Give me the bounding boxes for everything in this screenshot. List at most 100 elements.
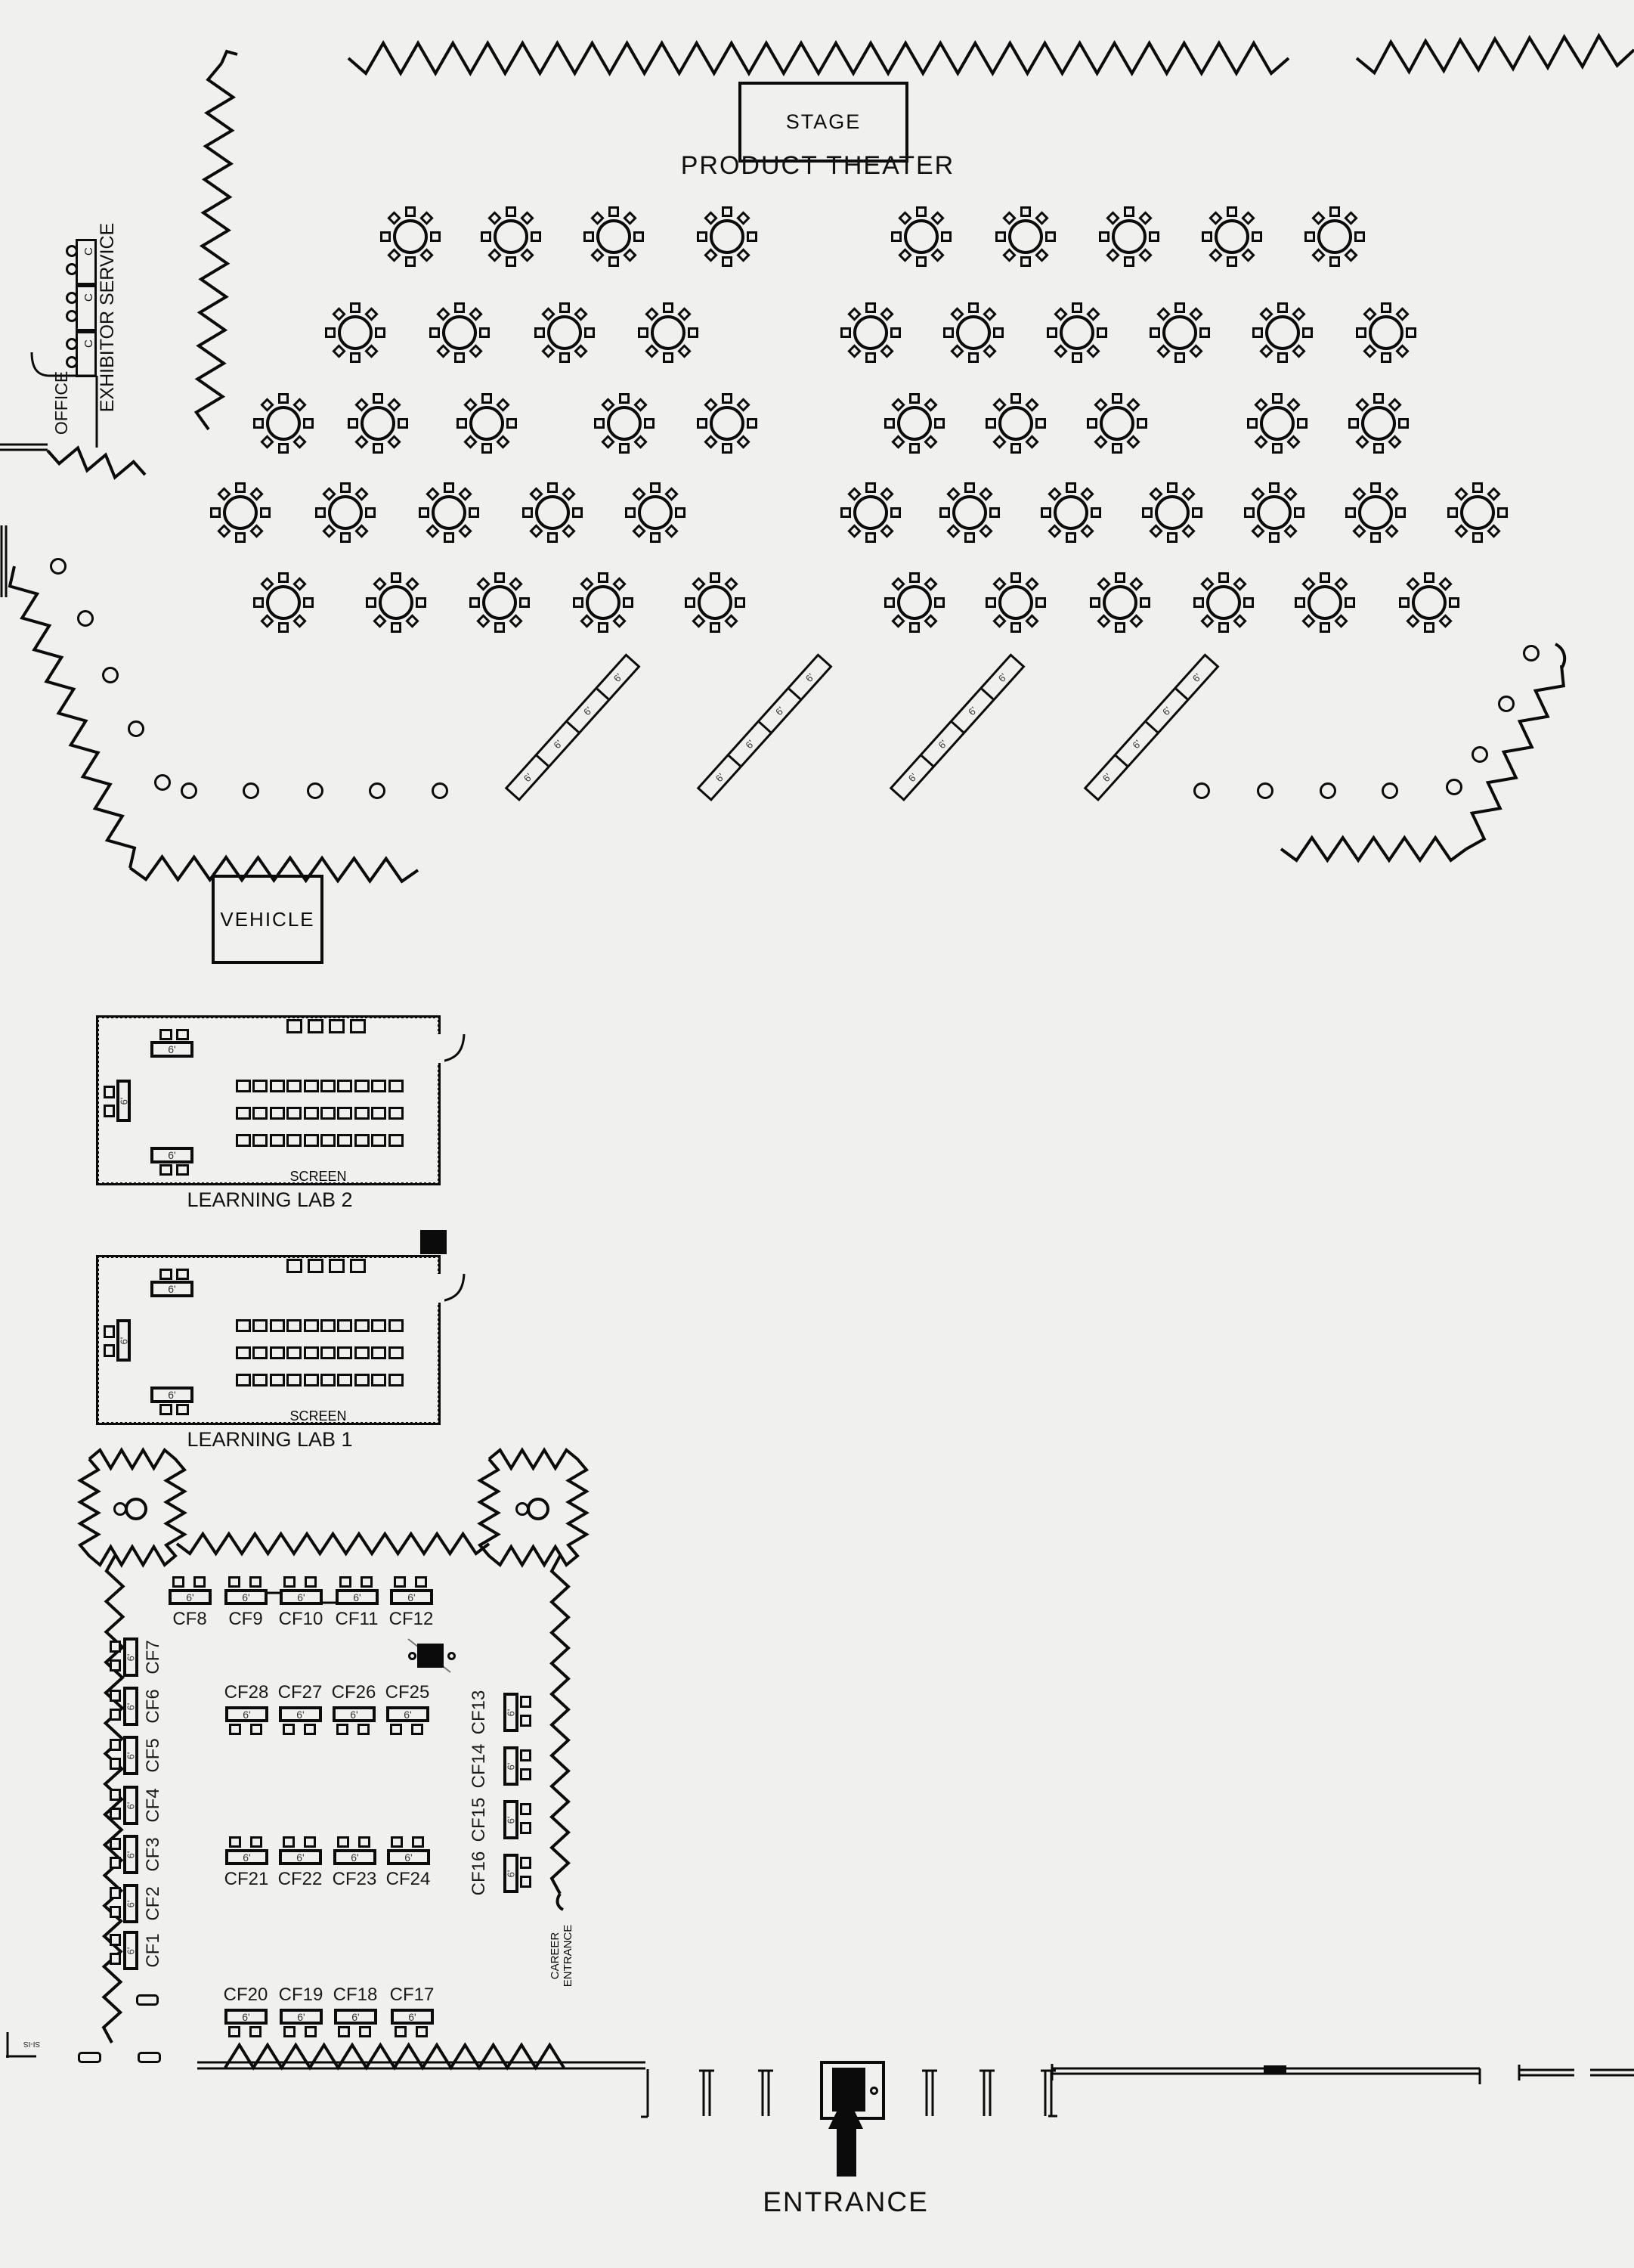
chair: [890, 327, 901, 338]
lab-chair: [236, 1134, 251, 1147]
table-top: [1215, 219, 1249, 254]
round-table: [638, 302, 698, 363]
table-top: [1060, 315, 1094, 350]
lab-chair: [354, 1134, 370, 1147]
column: [417, 1644, 444, 1668]
chair: [1047, 327, 1057, 338]
lab-name: LEARNING LAB 2: [187, 1188, 353, 1211]
wall-segment: [46, 445, 147, 480]
lab-chair: [286, 1019, 302, 1033]
chair: [1066, 532, 1076, 543]
booth-label-CF26: CF26: [331, 1682, 376, 1703]
booth-table-CF18: 6': [334, 2009, 377, 2025]
loose-chair: [77, 610, 94, 627]
chair: [1329, 256, 1340, 267]
chair: [989, 507, 1000, 518]
table-top: [956, 315, 991, 350]
chair: [710, 572, 720, 583]
chair: [1320, 622, 1330, 633]
chair: [1192, 507, 1202, 518]
chair: [373, 393, 383, 404]
chair: [547, 532, 558, 543]
booth-table-CF28: 6': [225, 1706, 268, 1722]
round-table: [253, 572, 314, 633]
table-top: [904, 219, 939, 254]
booth-label-CF11: CF11: [335, 1609, 379, 1629]
round-table: [380, 206, 441, 267]
chair: [506, 256, 516, 267]
chair: [688, 327, 698, 338]
booth-chair: [110, 1659, 121, 1672]
booth-table-CF12: 6': [390, 1589, 433, 1605]
booth-table-CF7: 6': [123, 1637, 138, 1677]
lab-chair: [337, 1134, 353, 1147]
chair: [260, 507, 271, 518]
lab-table-chair: [104, 1325, 115, 1338]
chair: [1381, 352, 1391, 363]
chair: [736, 435, 750, 449]
table-top: [432, 495, 466, 530]
chair: [1272, 393, 1283, 404]
booth-label-CF24: CF24: [385, 1869, 431, 1889]
chair: [1115, 622, 1125, 633]
chair: [1090, 597, 1100, 608]
booth-chair: [337, 1836, 349, 1848]
booth-chair: [361, 1576, 373, 1588]
booth-table-CF6: 6': [123, 1687, 138, 1726]
table-top: [853, 315, 888, 350]
chair: [964, 482, 975, 493]
chair: [916, 206, 927, 217]
booth-table-CF15: 6': [503, 1800, 518, 1839]
chair: [405, 614, 419, 628]
wall-segment: [220, 49, 238, 64]
lab-chair: [388, 1107, 404, 1120]
wall-segment: [101, 1555, 125, 2043]
chair: [633, 435, 648, 449]
chair: [964, 532, 975, 543]
booth-chair: [110, 1709, 121, 1721]
booth-label-CF21: CF21: [224, 1869, 269, 1889]
chair: [469, 507, 479, 518]
round-table: [1142, 482, 1202, 543]
booth-chair: [339, 1576, 351, 1588]
chair: [724, 614, 738, 628]
booth-chair: [110, 1906, 121, 1918]
chair: [354, 524, 369, 538]
chair: [398, 418, 408, 429]
chair: [1233, 614, 1247, 628]
lab-table-chair: [159, 1404, 172, 1415]
lab-chair: [236, 1319, 251, 1332]
chair: [916, 256, 927, 267]
table-top: [328, 495, 363, 530]
screen-label: SCREEN: [289, 1169, 347, 1184]
lab-chair: [329, 1259, 345, 1273]
chair: [454, 302, 465, 313]
booth-chair: [520, 1857, 531, 1869]
chair: [235, 482, 246, 493]
chair: [1398, 418, 1409, 429]
lab-chair: [320, 1080, 336, 1092]
chair: [663, 302, 673, 313]
chair: [278, 572, 289, 583]
booth-chair: [416, 2026, 428, 2037]
lab-table: 6': [150, 1387, 193, 1403]
table-top: [1369, 315, 1403, 350]
table-top: [1260, 406, 1295, 441]
wall-stub: [138, 2052, 161, 2063]
chair: [469, 597, 480, 608]
wall-segment: [8, 565, 137, 869]
round-table: [884, 393, 945, 454]
lab-table-chair: [176, 1164, 189, 1176]
entrance-arrow-shaft: [837, 2128, 856, 2177]
chair: [625, 507, 636, 518]
chair: [303, 418, 314, 429]
lab-chair: [354, 1319, 370, 1332]
round-table: [697, 393, 757, 454]
entrance-arrow-icon: [828, 2093, 863, 2129]
booth-chair: [357, 1724, 370, 1735]
booth-chair: [520, 1876, 531, 1888]
table-top: [1008, 219, 1043, 254]
chair: [1035, 597, 1046, 608]
chair: [986, 597, 996, 608]
booth-chair: [305, 2026, 317, 2037]
